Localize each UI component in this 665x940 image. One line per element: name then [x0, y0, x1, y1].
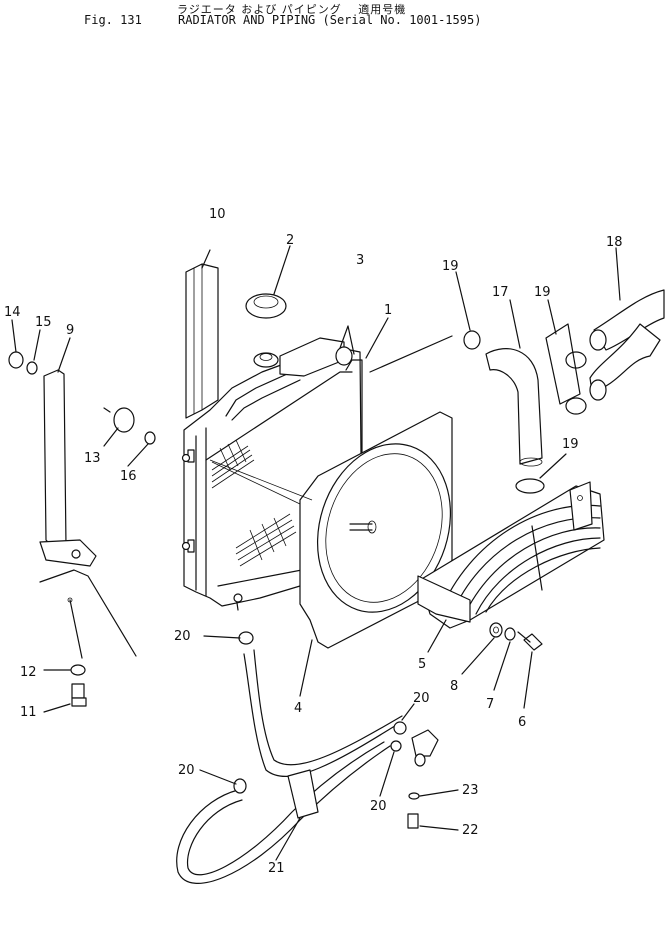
figure-number: Fig. 131	[84, 13, 142, 27]
callout-12: 12	[20, 665, 37, 680]
bracket-part-9	[39, 337, 137, 659]
callout-1: 1	[384, 303, 392, 318]
callout-14: 14	[4, 305, 21, 320]
callout-20-left: 20	[178, 763, 195, 778]
callout-13: 13	[84, 451, 101, 466]
callout-9: 9	[66, 323, 74, 338]
callout-10: 10	[209, 207, 226, 222]
frame-part-1	[345, 317, 453, 461]
fastener-part-11	[43, 683, 87, 713]
callout-4: 4	[294, 701, 302, 716]
callout-22: 22	[462, 823, 479, 838]
hose-part-17	[485, 299, 543, 467]
washer-part-16	[127, 431, 156, 467]
callout-16: 16	[120, 469, 137, 484]
callout-19-upper-right: 19	[534, 285, 551, 300]
nut-part-14	[8, 319, 24, 369]
washer-part-8	[461, 622, 503, 675]
callout-18: 18	[606, 235, 623, 250]
callout-7: 7	[486, 697, 494, 712]
page-header: ラジエータ および パイピング 適用号機 Fig. 131 RADIATOR A…	[0, 0, 665, 40]
hose-clamp-part-19	[455, 271, 587, 494]
callout-19-upper-left: 19	[442, 259, 459, 274]
fan-guard-part-5	[417, 481, 605, 653]
callout-2: 2	[286, 233, 294, 248]
callout-20-upper: 20	[174, 629, 191, 644]
callout-20-valve: 20	[413, 691, 430, 706]
bracket-strip-part-10	[185, 249, 219, 419]
hose-part-18	[589, 247, 665, 401]
callout-labels: 1 2 3 4 5 6 7 8 9 10 11 12 13 14 15 16 1…	[4, 207, 623, 876]
fan-shroud-part-4	[209, 411, 453, 697]
callout-19-lower: 19	[562, 437, 579, 452]
callout-20-lower: 20	[370, 799, 387, 814]
washer-part-15	[26, 329, 41, 375]
washer-part-12	[43, 664, 86, 676]
callout-15: 15	[35, 315, 52, 330]
callout-11: 11	[20, 705, 37, 720]
callout-17: 17	[492, 285, 509, 300]
washer-part-7	[493, 627, 516, 691]
callout-21: 21	[268, 861, 285, 876]
callout-23: 23	[462, 783, 479, 798]
radiator-cap-part-2	[245, 245, 291, 319]
callout-3: 3	[356, 253, 364, 268]
callout-6: 6	[518, 715, 526, 730]
callout-5: 5	[418, 657, 426, 672]
title-japanese: ラジエータ および パイピング 適用号機	[177, 3, 407, 16]
sensor-part-13	[103, 407, 135, 447]
drain-valve-part	[407, 729, 459, 831]
title-english: RADIATOR AND PIPING (Serial No. 1001-159…	[178, 13, 482, 27]
bolt-part-6	[517, 631, 543, 709]
drain-hose-assembly	[176, 631, 415, 884]
callout-8: 8	[450, 679, 458, 694]
